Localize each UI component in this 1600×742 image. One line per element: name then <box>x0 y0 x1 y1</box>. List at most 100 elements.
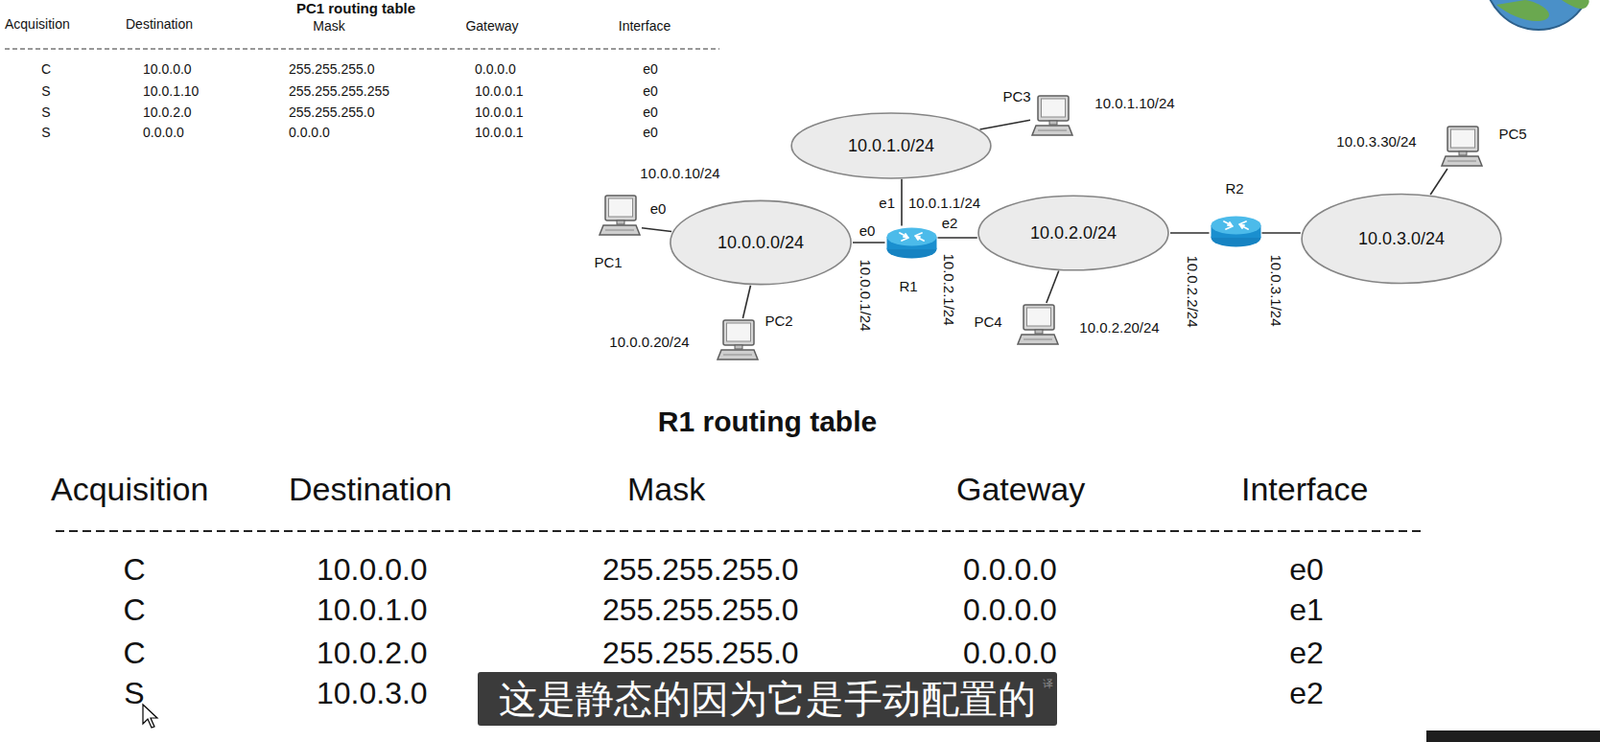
table-cell: Destination <box>288 470 452 509</box>
table-cell: e2 <box>1289 635 1324 672</box>
mouse-cursor <box>142 705 158 729</box>
interface-address: 10.0.3.1/24 <box>1267 254 1284 327</box>
interface-address: 10.0.2.1/24 <box>940 253 957 326</box>
globe-icon <box>1484 0 1593 30</box>
table-cell: C <box>41 61 51 77</box>
pc-label: 10.0.1.10/24 <box>1094 94 1175 112</box>
table-cell: 255.255.255.0 <box>602 552 800 589</box>
table-cell: 10.0.0.1 <box>474 83 524 99</box>
pc-symbol <box>715 318 760 363</box>
router-node: R2 <box>1209 214 1263 249</box>
table-cell: e1 <box>1289 592 1324 629</box>
table-cell: Mask <box>627 470 706 509</box>
subnet-ellipse: 10.0.1.0/24 <box>789 112 993 180</box>
table-title: R1 routing table <box>658 405 877 440</box>
table-cell: 0.0.0.0 <box>963 552 1058 589</box>
router-label: R1 <box>898 278 918 295</box>
subtitle-badge: 译 <box>1042 678 1054 691</box>
table-rule <box>4 47 720 49</box>
router-label: R2 <box>1224 180 1244 197</box>
pc-label: PC3 <box>1002 88 1031 105</box>
table-cell: 0.0.0.0 <box>963 592 1058 629</box>
table-cell: 10.0.1.0 <box>316 592 428 629</box>
pc-symbol <box>597 193 642 238</box>
table-cell: e0 <box>642 124 659 141</box>
subnet-label: 10.0.3.0/24 <box>1358 229 1445 250</box>
network-link <box>980 119 1031 130</box>
table-cell: e0 <box>642 104 659 120</box>
table-cell: Mask <box>312 18 345 34</box>
table-cell: Acquisition <box>50 470 209 509</box>
network-link <box>1170 232 1210 235</box>
table-cell: e0 <box>1289 552 1324 589</box>
pc-label: PC1 <box>593 254 622 271</box>
interface-label: e1 <box>878 194 895 212</box>
pc-label: PC2 <box>764 312 793 330</box>
table-cell: e0 <box>642 83 659 99</box>
pc-symbol <box>1030 94 1075 139</box>
table-cell: Gateway <box>956 470 1085 509</box>
table-cell: 10.0.0.0 <box>142 61 192 77</box>
table-cell: e2 <box>1289 676 1324 712</box>
pc-node: PC510.0.3.30/24 <box>1439 124 1484 169</box>
table-cell: S <box>41 83 50 99</box>
table-cell: 10.0.2.0 <box>316 635 428 672</box>
table-cell: Acquisition <box>4 16 71 32</box>
table-cell: 0.0.0.0 <box>142 124 185 141</box>
table-cell: Destination <box>125 16 193 32</box>
interface-label: e0 <box>859 222 876 239</box>
pc-label: 10.0.0.10/24 <box>639 164 720 182</box>
network-link <box>1430 168 1448 195</box>
network-link <box>641 228 672 233</box>
pc-node: PC110.0.0.10/24 <box>597 193 642 238</box>
subnet-ellipse: 10.0.0.0/24 <box>668 199 853 286</box>
network-link <box>1262 232 1301 235</box>
table-cell: 255.255.255.0 <box>288 104 376 120</box>
subnet-label: 10.0.1.0/24 <box>847 136 935 157</box>
table-title: PC1 routing table <box>296 0 416 17</box>
table-cell: 0.0.0.0 <box>963 635 1058 672</box>
pc-node: PC210.0.0.20/24 <box>715 318 760 363</box>
interface-label: e2 <box>941 214 959 232</box>
network-link <box>900 179 903 227</box>
subnet-ellipse: 10.0.2.0/24 <box>976 194 1171 272</box>
table-cell: 255.255.255.0 <box>602 635 800 672</box>
table-cell: Gateway <box>465 18 518 34</box>
table-cell: 0.0.0.0 <box>288 124 330 141</box>
table-rule <box>55 530 1426 533</box>
interface-label: e0 <box>650 200 667 217</box>
pc-label: 10.0.0.20/24 <box>609 333 689 351</box>
table-cell: 255.255.255.255 <box>288 83 390 99</box>
pc-label: PC5 <box>1498 125 1527 142</box>
network-link <box>938 236 978 239</box>
router-symbol <box>1209 214 1263 249</box>
pc-node: PC310.0.1.10/24 <box>1030 94 1075 139</box>
subnet-label: 10.0.2.0/24 <box>1030 223 1117 244</box>
network-link <box>742 285 751 319</box>
table-cell: S <box>41 124 50 141</box>
table-cell: 10.0.0.1 <box>474 104 524 120</box>
subnet-label: 10.0.0.0/24 <box>717 233 804 254</box>
table-cell: C <box>122 635 145 672</box>
subnet-ellipse: 10.0.3.0/24 <box>1299 192 1504 285</box>
video-subtitle: 这是静态的因为它是手动配置的 <box>477 672 1058 727</box>
interface-address: 10.0.2.2/24 <box>1183 255 1200 328</box>
table-cell: S <box>41 104 50 120</box>
table-cell: 10.0.1.10 <box>142 83 199 99</box>
network-link <box>852 241 886 244</box>
interface-address: 10.0.0.1/24 <box>856 258 873 331</box>
router-node: R1 <box>885 226 939 260</box>
pc-label: PC4 <box>973 313 1002 330</box>
pc-label: 10.0.3.30/24 <box>1336 133 1416 150</box>
pc-symbol <box>1439 124 1484 169</box>
table-cell: 10.0.3.0 <box>316 676 428 712</box>
table-cell: 0.0.0.0 <box>474 61 517 77</box>
table-cell: 10.0.2.0 <box>142 104 192 120</box>
table-cell: 255.255.255.0 <box>288 61 376 77</box>
pc-label: 10.0.2.20/24 <box>1079 319 1159 336</box>
table-cell: Interface <box>618 18 671 34</box>
pc-symbol <box>1015 303 1060 348</box>
table-cell: e0 <box>642 61 659 77</box>
